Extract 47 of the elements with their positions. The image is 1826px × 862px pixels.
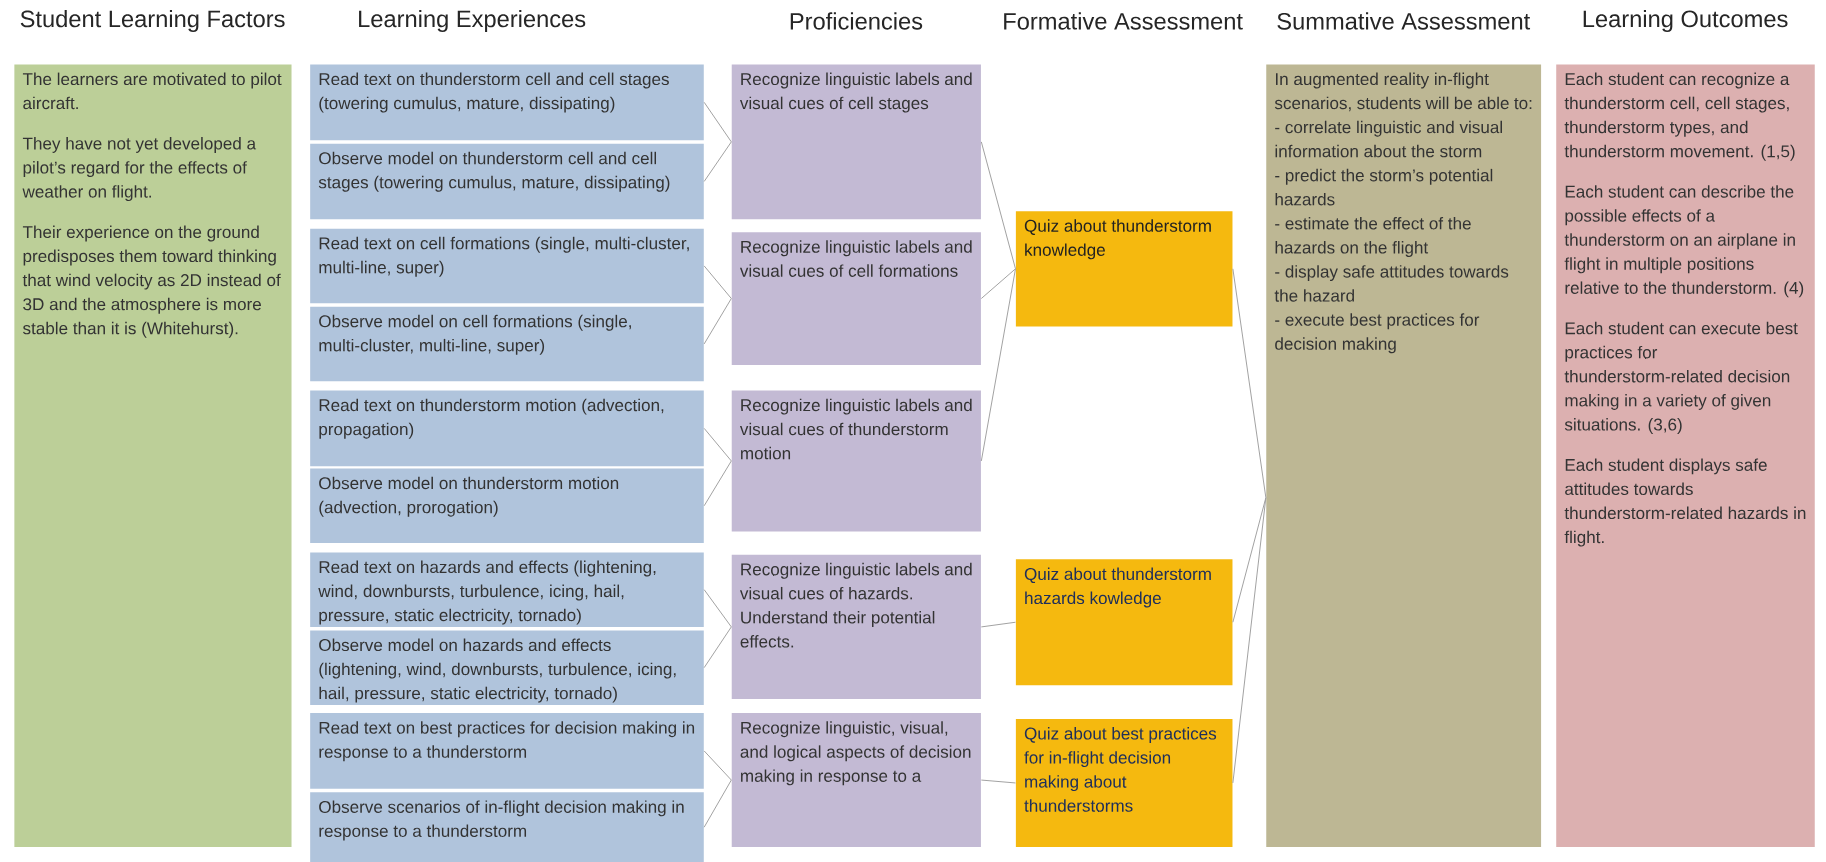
connector-line [1232, 497, 1267, 784]
column-heading: Student Learning Factors [20, 10, 285, 33]
connector-line [703, 589, 732, 628]
experience-box: Read text on cell formations (single, multi-cluster, multi-line, super) [310, 228, 704, 304]
connector-line [703, 265, 732, 300]
connector-line [703, 101, 732, 143]
connector-line [980, 779, 1016, 784]
experience-box: Observe model on thunderstorm cell and cell stages (towering cumulus, mature, dissipating) [310, 143, 704, 220]
connector-line [980, 621, 1016, 628]
connector-line [1232, 268, 1267, 499]
experience-box: Read text on thunderstorm motion (advection, propagation) [310, 390, 704, 467]
connector-line [703, 460, 732, 507]
experience-box: Observe model on cell formations (single, multi-cluster, multi-line, super) [310, 306, 704, 382]
proficiency-box: Recognize linguistic labels and visual cues of thunderstorm motion [731, 390, 981, 532]
experience-box: Read text on best practices for decision making in response to a thunderstorm [310, 713, 704, 789]
column-heading: Learning Experiences [359, 10, 586, 33]
column-heading: Learning Outcomes [1583, 10, 1788, 33]
column-heading: Proficiencies [790, 12, 923, 30]
connector-line [980, 268, 1016, 462]
connector-line [980, 268, 1016, 300]
node-label: Read text on thunderstorm motion (advection, propagation) [319, 398, 664, 439]
experience-box: Observe model on thunderstorm motion (advection, prorogation) [310, 468, 704, 544]
experience-box: Observe model on hazards and effects (lightening, wind, downbursts, turbulence, icing, hail, pressure, static electricity, tornado) [310, 630, 704, 706]
experience-box: Read text on thunderstorm cell and cell stages (towering cumulus, mature, dissipating) [310, 64, 704, 141]
proficiency-box: Recognize linguistic labels and visual cues of hazards. Understand their potential effects. [731, 554, 981, 700]
connector-line [703, 750, 732, 781]
outcomes-panel: Each student can recognize a thunderstorm cell, cell stages, thunderstorm types, and thunderstorm movement. (1,5) Each student can describe the possible effects of a thunderstorm on an airplane in flight in multiple positions relative to the thunderstorm. (4) Each student can execute best practices for thunderstorm-related decision making in a variety of given situations. (3,6) Each student displays safe attitudes towards thunderstorm-related hazards in flight. [1556, 64, 1815, 848]
proficiency-box: Recognize linguistic labels and visual cues of cell stages [731, 64, 981, 220]
proficiency-box: Recognize linguistic, visual, and logical aspects of decision making in response to a [731, 713, 981, 848]
connector-line [703, 626, 732, 669]
experience-box: Read text on hazards and effects (lightening, wind, downbursts, turbulence, icing, hail, pressure, static electricity, tornado) [310, 552, 704, 628]
proficiency-box: Recognize linguistic labels and visual cues of cell formations [731, 232, 981, 365]
factors-panel: The learners are motivated to pilot aircraft. They have not yet developed a pilot’s regard for the effects of weather on flight. Their experience on the ground predisposes them toward thinking that wind velocity as 2D instead of 3D and the atmosphere is more stable than it is (Whitehurst). [14, 64, 292, 848]
connector-line [703, 141, 732, 183]
connector-line [980, 141, 1016, 270]
quiz-box: Quiz about thunderstorm knowledge [1015, 211, 1233, 327]
column-heading: Formative Assessment [1004, 12, 1243, 30]
connector-line [703, 428, 732, 462]
quiz-box: Quiz about best practices for in-flight decision making about thunderstorms [1015, 719, 1233, 848]
connector-line [703, 779, 732, 828]
connector-line [1232, 497, 1267, 623]
connector-line [703, 298, 732, 345]
column-heading: Summative Assessment [1277, 12, 1531, 30]
quiz-box: Quiz about thunderstorm hazards kowledge [1015, 559, 1233, 686]
experience-box: Observe scenarios of in-flight decision making in response to a thunderstorm [310, 792, 704, 862]
summative-panel: In augmented reality in-flight scenarios, students will be able to: - correlate linguistic and visual information about the storm - predict the storm’s potential hazards - estimate the effect of the hazards on the flight - display safe attitudes towards the hazard - execute best practices for decision making [1266, 64, 1542, 848]
node-label: Observe model on thunderstorm motion (advection, prorogation) [319, 476, 619, 517]
